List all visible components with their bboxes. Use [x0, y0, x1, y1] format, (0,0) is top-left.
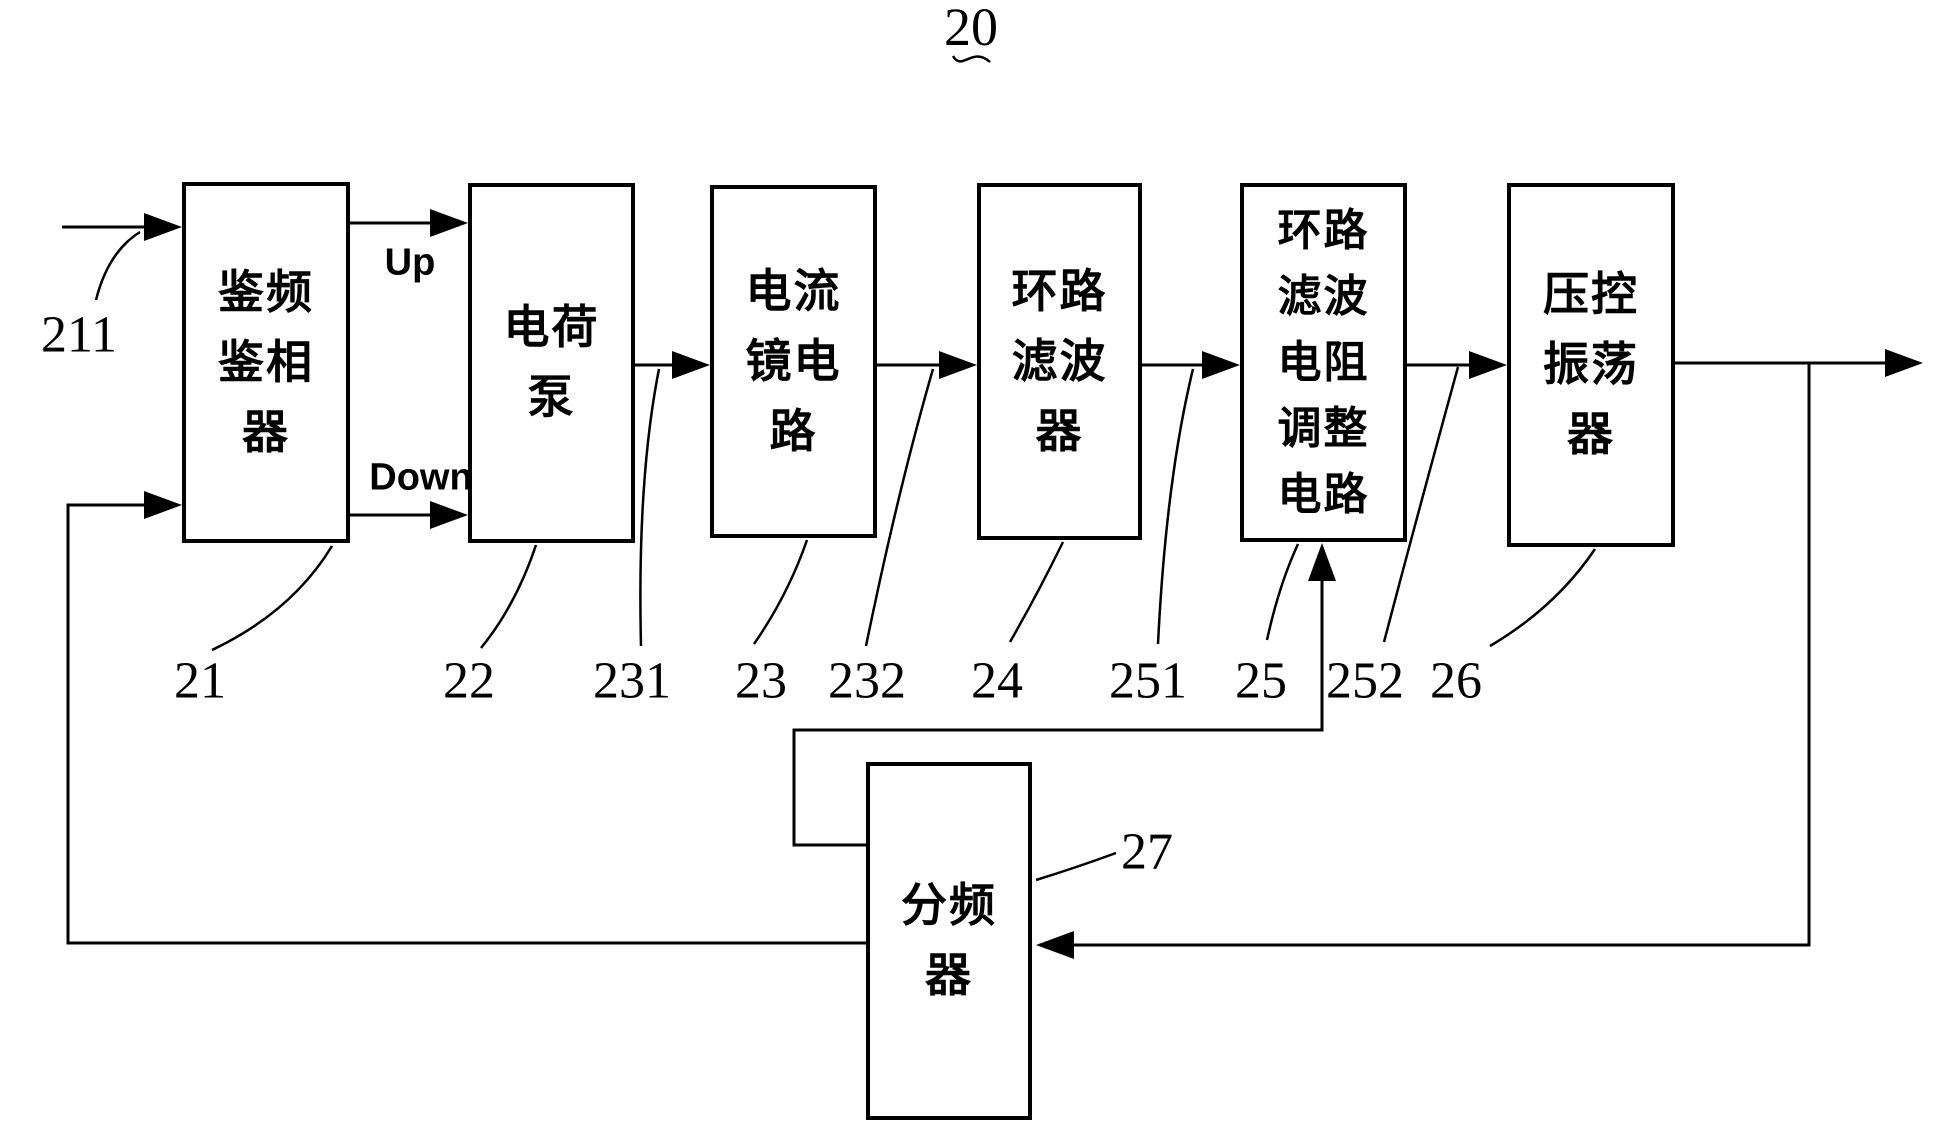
- block-vco-text: 振荡: [1543, 339, 1639, 390]
- arrowhead-vco-output: [1885, 349, 1923, 377]
- arrowhead-cp-cm: [672, 351, 710, 379]
- vco-to-divider-feedback-line: [1074, 363, 1811, 947]
- block-current-mirror-text: 路: [769, 405, 818, 457]
- leader-26: [1489, 548, 1597, 648]
- leader-22: [480, 544, 538, 649]
- leader-25: [1265, 543, 1300, 641]
- leader-231: [639, 368, 661, 647]
- figure-ref-tilde: [951, 55, 991, 63]
- ref-label-27: 27: [1121, 823, 1173, 881]
- figure-ref-label: 20: [944, 0, 998, 57]
- leader-23: [752, 539, 809, 645]
- ref-label-25: 25: [1235, 652, 1287, 710]
- block-lfra-text: 调整: [1277, 403, 1370, 453]
- down-signal-label: Down: [369, 456, 473, 499]
- block-vco-text: 器: [1567, 409, 1615, 460]
- leader-24: [1008, 541, 1065, 643]
- block-loop-filter-text: 环路: [1011, 265, 1108, 317]
- leader-251: [1156, 368, 1195, 645]
- block-pfd: 鉴频 鉴相 器: [182, 182, 350, 543]
- leader-232: [864, 368, 935, 647]
- arrowhead-lf-lfra: [1202, 351, 1240, 379]
- arrowhead-divider-lfra: [1308, 543, 1336, 581]
- ref-label-251: 251: [1109, 652, 1187, 710]
- block-loop-filter-text: 滤波: [1011, 335, 1108, 387]
- arrowhead-input-pfd: [144, 213, 182, 241]
- block-lfra-text: 电阻: [1277, 337, 1370, 387]
- arrowhead-lfra-vco: [1469, 351, 1507, 379]
- block-divider-text: 分频: [901, 880, 997, 931]
- up-signal-label: Up: [384, 241, 436, 284]
- ref-label-23: 23: [735, 652, 787, 710]
- divider-to-lfra-line: [792, 581, 1324, 847]
- block-current-mirror: 电流 镜电 路: [710, 185, 877, 538]
- block-frequency-divider: 分频 器: [866, 762, 1032, 1120]
- block-loop-filter-resistance-adjust: 环路 滤波 电阻 调整 电路: [1240, 183, 1407, 542]
- ref-label-231: 231: [593, 652, 671, 710]
- leader-27: [1035, 851, 1117, 882]
- arrowhead-feedback-divider: [1036, 931, 1074, 959]
- leader-211: [94, 230, 141, 301]
- block-current-mirror-text: 电流: [745, 265, 842, 317]
- ref-label-24: 24: [971, 652, 1023, 710]
- ref-label-21: 21: [174, 652, 226, 710]
- block-vco: 压控 振荡 器: [1507, 183, 1675, 547]
- block-divider-text: 器: [925, 950, 973, 1001]
- block-charge-pump-text: 电荷: [503, 302, 600, 353]
- divider-to-pfd-feedback-line: [66, 503, 866, 945]
- block-vco-text: 压控: [1543, 269, 1639, 320]
- leader-21: [211, 545, 334, 652]
- arrowhead-down-cp: [430, 501, 468, 529]
- ref-label-211: 211: [40, 306, 118, 364]
- leader-252: [1382, 366, 1460, 643]
- block-current-mirror-text: 镜电: [745, 335, 842, 387]
- arrowhead-up-cp: [430, 209, 468, 237]
- ref-label-232: 232: [828, 652, 906, 710]
- block-lfra-text: 环路: [1277, 205, 1370, 255]
- block-charge-pump: 电荷 泵: [468, 183, 635, 543]
- ref-label-22: 22: [443, 652, 495, 710]
- arrowhead-cm-lf: [939, 351, 977, 379]
- block-lfra-text: 电路: [1277, 469, 1370, 519]
- ref-label-252: 252: [1326, 652, 1404, 710]
- block-pfd-text: 鉴相: [218, 336, 314, 388]
- block-lfra-text: 滤波: [1277, 271, 1370, 321]
- block-pfd-text: 器: [242, 406, 290, 458]
- block-loop-filter-text: 器: [1035, 405, 1084, 457]
- arrowhead-feedback-pfd: [144, 491, 182, 519]
- ref-label-26: 26: [1430, 652, 1482, 710]
- block-charge-pump-text: 泵: [527, 372, 576, 423]
- block-loop-filter: 环路 滤波 器: [977, 183, 1142, 540]
- block-pfd-text: 鉴频: [218, 266, 314, 318]
